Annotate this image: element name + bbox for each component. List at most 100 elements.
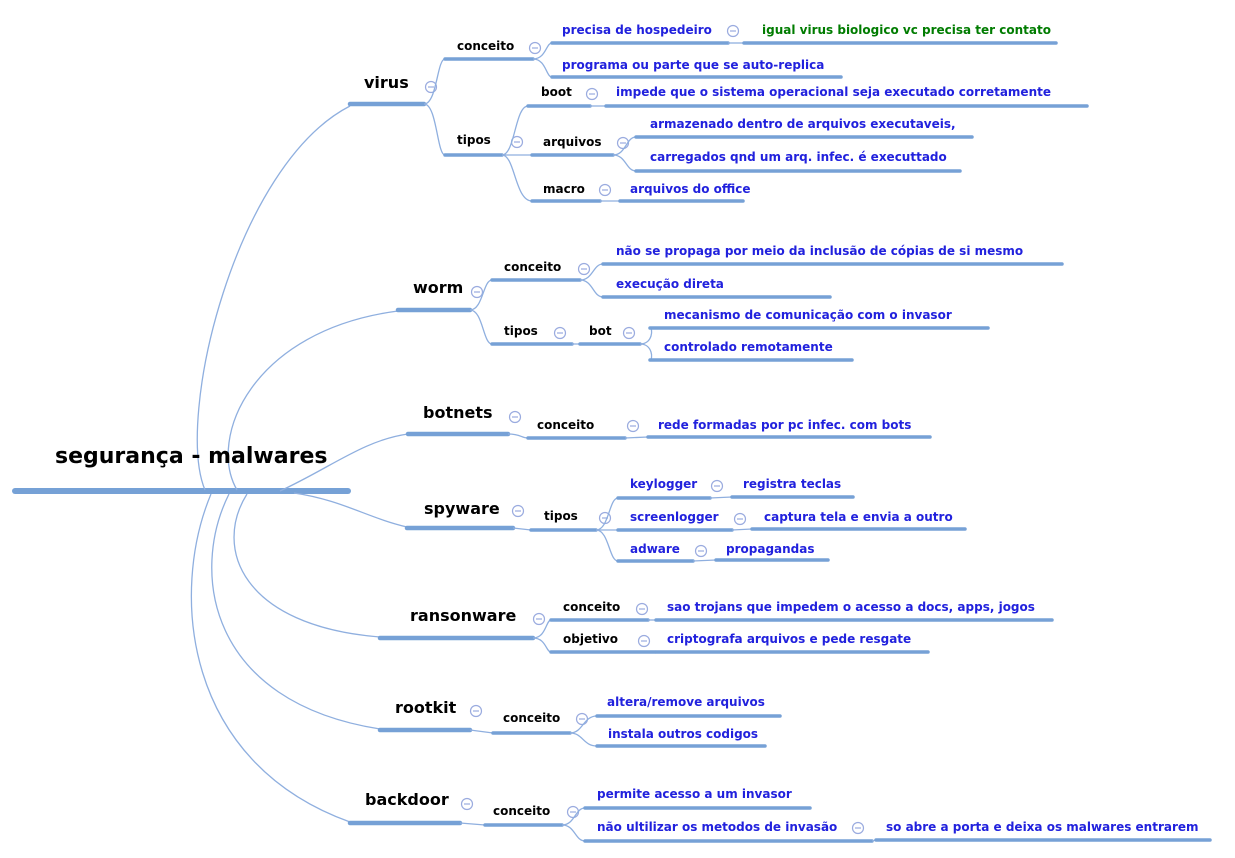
node-mecanismo-de-comunica-o-com-o-invasor[interactable]: mecanismo de comunicação com o invasor [664, 308, 952, 322]
collapse-icon[interactable] [626, 419, 640, 433]
collapse-icon[interactable] [637, 634, 651, 648]
node-rede-formadas-por-pc-infec-com-bots[interactable]: rede formadas por pc infec. com bots [658, 418, 912, 432]
node-conceito[interactable]: conceito [503, 711, 561, 725]
node-registra-teclas[interactable]: registra teclas [743, 477, 842, 491]
node-conceito[interactable]: conceito [504, 260, 562, 274]
node-sao-trojans-que-impedem-o-acesso-a-docs-[interactable]: sao trojans que impedem o acesso a docs,… [667, 600, 1035, 614]
edge-curve [639, 343, 653, 361]
edge-curve [211, 493, 381, 730]
collapse-icon[interactable] [532, 612, 546, 626]
node-bot[interactable]: bot [589, 324, 612, 338]
collapse-icon[interactable] [575, 712, 589, 726]
node-n-o-se-propaga-por-meio-da-inclus-o-de-c[interactable]: não se propaga por meio da inclusão de c… [616, 244, 1024, 258]
edge-curve [423, 58, 446, 105]
collapse-icon[interactable] [553, 326, 567, 340]
node-impede-que-o-sistema-operacional-seja-ex[interactable]: impede que o sistema operacional seja ex… [616, 85, 1051, 99]
edge-curve [639, 327, 653, 345]
collapse-icon[interactable] [528, 41, 542, 55]
edge-curve [579, 263, 604, 281]
node-arquivos[interactable]: arquivos [543, 135, 602, 149]
edge-curve [612, 136, 637, 156]
edge-curve [692, 559, 717, 562]
node-altera-remove-arquivos[interactable]: altera/remove arquivos [607, 695, 765, 709]
node-keylogger[interactable]: keylogger [630, 477, 698, 491]
node-conceito[interactable]: conceito [493, 804, 551, 818]
edge-curve [501, 154, 533, 202]
node-captura-tela-e-envia-a-outro[interactable]: captura tela e envia a outro [764, 510, 953, 524]
collapse-icon[interactable] [511, 504, 525, 518]
collapse-icon[interactable] [598, 183, 612, 197]
node-n-o-ultilizar-os-metodos-de-invas-o[interactable]: não ultilizar os metodos de invasão [597, 820, 838, 834]
node-ransonware[interactable]: ransonware [410, 606, 517, 625]
edge-curve [532, 58, 553, 78]
node-adware[interactable]: adware [630, 542, 680, 556]
collapse-icon[interactable] [635, 602, 649, 616]
collapse-icon[interactable] [726, 24, 740, 38]
edge-curve [512, 527, 532, 531]
node-boot[interactable]: boot [541, 85, 572, 99]
node-screenlogger[interactable]: screenlogger [630, 510, 719, 524]
node-programa-ou-parte-que-se-auto-replica[interactable]: programa ou parte que se auto-replica [562, 58, 825, 72]
edge-curve [612, 154, 637, 172]
edge-curve [569, 715, 598, 734]
node-tipos[interactable]: tipos [457, 133, 491, 147]
node-propagandas[interactable]: propagandas [726, 542, 815, 556]
node-botnets[interactable]: botnets [423, 403, 493, 422]
node-carregados-qnd-um-arq-infec-executtado[interactable]: carregados qnd um arq. infec. é executta… [650, 150, 947, 164]
edge-curve [459, 822, 486, 826]
edge-curve [561, 807, 586, 826]
node-seguran-a-malwares[interactable]: segurança - malwares [55, 444, 328, 469]
collapse-icon[interactable] [577, 262, 591, 276]
collapse-icon[interactable] [851, 821, 865, 835]
collapse-icon[interactable] [694, 544, 708, 558]
collapse-icon[interactable] [470, 285, 484, 299]
node-macro[interactable]: macro [543, 182, 585, 196]
edge-curve [469, 729, 494, 734]
collapse-icon[interactable] [585, 87, 599, 101]
node-armazenado-dentro-de-arquivos-executavei[interactable]: armazenado dentro de arquivos executavei… [650, 117, 956, 131]
edge-curve [293, 492, 408, 528]
edge-curve [595, 529, 619, 562]
collapse-icon[interactable] [622, 326, 636, 340]
collapse-icon[interactable] [733, 512, 747, 526]
collapse-icon[interactable] [710, 479, 724, 493]
node-spyware[interactable]: spyware [424, 499, 500, 518]
node-execu-o-direta[interactable]: execução direta [616, 277, 724, 291]
node-rootkit[interactable]: rootkit [395, 698, 457, 717]
edge-curve [561, 824, 586, 842]
node-objetivo[interactable]: objetivo [563, 632, 619, 646]
edge-curve [579, 279, 604, 298]
edge-curve [423, 103, 446, 156]
node-arquivos-do-office[interactable]: arquivos do office [630, 182, 751, 196]
node-controlado-remotamente[interactable]: controlado remotamente [664, 340, 833, 354]
collapse-icon[interactable] [469, 704, 483, 718]
edge-curve [507, 433, 529, 439]
edge-curve [196, 105, 351, 491]
node-virus[interactable]: virus [364, 73, 409, 92]
node-so-abre-a-porta-e-deixa-os-malwares-entr[interactable]: so abre a porta e deixa os malwares entr… [886, 820, 1199, 834]
node-tipos[interactable]: tipos [544, 509, 578, 523]
collapse-icon[interactable] [566, 805, 580, 819]
collapse-icon[interactable] [508, 410, 522, 424]
edge-curve [227, 310, 399, 491]
collapse-icon[interactable] [460, 797, 474, 811]
edge-curve [469, 279, 493, 311]
edge-curve [532, 637, 552, 653]
node-backdoor[interactable]: backdoor [365, 790, 449, 809]
edge-curve [624, 436, 649, 439]
edge-curve [469, 309, 493, 345]
node-worm[interactable]: worm [413, 278, 464, 297]
node-criptografa-arquivos-e-pede-resgate[interactable]: criptografa arquivos e pede resgate [667, 632, 912, 646]
node-permite-acesso-a-um-invasor[interactable]: permite acesso a um invasor [597, 787, 792, 801]
node-igual-virus-biologico-vc-precisa-ter-con[interactable]: igual virus biologico vc precisa ter con… [762, 23, 1051, 37]
node-instala-outros-codigos[interactable]: instala outros codigos [608, 727, 759, 741]
node-precisa-de-hospedeiro[interactable]: precisa de hospedeiro [562, 23, 712, 37]
edge-curve [709, 496, 733, 499]
node-conceito[interactable]: conceito [457, 39, 515, 53]
node-tipos[interactable]: tipos [504, 324, 538, 338]
node-conceito[interactable]: conceito [563, 600, 621, 614]
node-conceito[interactable]: conceito [537, 418, 595, 432]
edge-curve [569, 732, 598, 747]
